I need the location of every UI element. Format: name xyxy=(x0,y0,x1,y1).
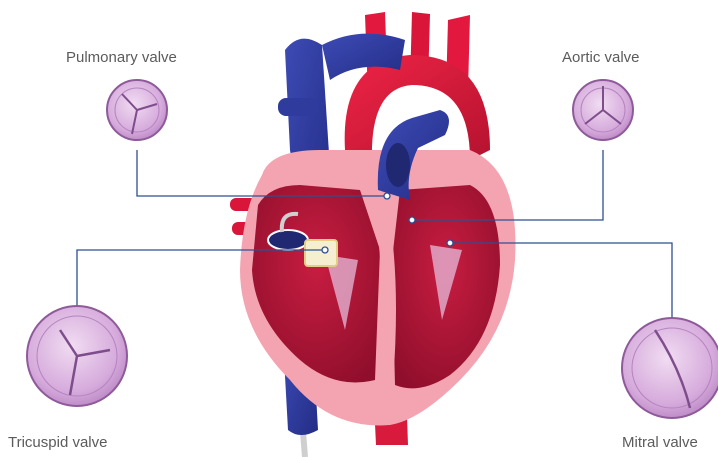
pulmonary-valve-icon xyxy=(107,80,167,140)
mitral-valve-label: Mitral valve xyxy=(622,434,698,451)
device-anchor xyxy=(268,230,308,250)
pulmonary-endpoint xyxy=(384,193,390,199)
aortic-endpoint xyxy=(409,217,415,223)
pulmonary-valve-label: Pulmonary valve xyxy=(66,49,177,66)
tricuspid-valve-icon xyxy=(27,306,127,406)
tricuspid-valve-label: Tricuspid valve xyxy=(8,434,107,451)
tricuspid-endpoint xyxy=(322,247,328,253)
mitral-valve-icon xyxy=(622,318,718,418)
aortic-valve-icon xyxy=(573,80,633,140)
aortic-valve-label: Aortic valve xyxy=(562,49,640,66)
pulmonary-trunk-opening xyxy=(386,143,410,187)
device-clip xyxy=(305,240,337,266)
mitral-endpoint xyxy=(447,240,453,246)
azygos-vein xyxy=(278,98,318,116)
